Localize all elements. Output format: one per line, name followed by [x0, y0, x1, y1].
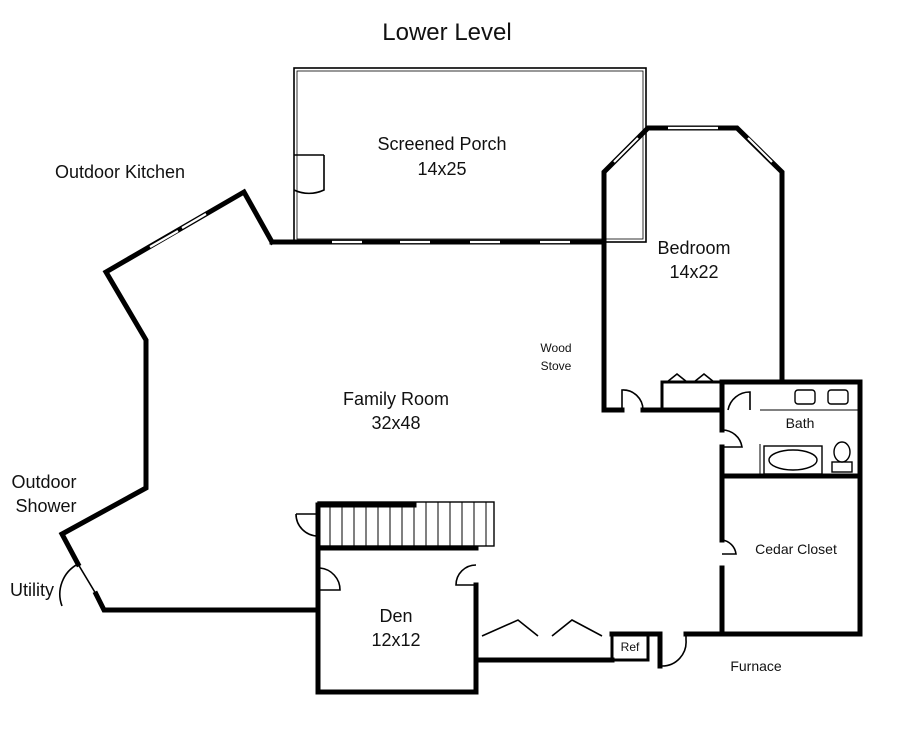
south-wall-east [609, 631, 725, 669]
bedroom-name: Bedroom [657, 238, 730, 258]
outdoor-shower-label-2: Shower [15, 496, 76, 516]
bedroom [601, 125, 785, 413]
bedroom-door [621, 389, 644, 411]
porch-name: Screened Porch [377, 134, 506, 154]
stairs-outline [317, 501, 495, 547]
family-room-size: 32x48 [371, 413, 420, 433]
cedar-closet-door [721, 539, 737, 555]
porch-frame-inner [296, 70, 644, 240]
furnace-door [661, 634, 687, 667]
cedar-closet-walls [719, 473, 863, 637]
utility-label: Utility [10, 580, 54, 600]
wood-stove-label-2: Stove [541, 359, 572, 373]
den-size: 12x12 [371, 630, 420, 650]
bedroom-window [613, 137, 639, 163]
bedroom-south-wall [601, 379, 785, 413]
cedar-closet [719, 473, 863, 637]
stair-landing-door [295, 513, 319, 537]
family-room-north-wall [58, 188, 276, 568]
den-closet-bifold [481, 619, 603, 637]
utility-door [59, 563, 97, 607]
den [315, 502, 615, 695]
bathtub-basin [768, 449, 818, 471]
porch-size: 14x25 [417, 159, 466, 179]
porch-door [293, 154, 325, 195]
wood-stove-label-1: Wood [540, 341, 571, 355]
vanity-sink-2 [827, 389, 849, 405]
closet-bifold-door [666, 372, 715, 383]
family-window [181, 213, 207, 229]
outdoor-kitchen-label: Outdoor Kitchen [55, 162, 185, 182]
family-window [149, 230, 179, 248]
den-name: Den [379, 606, 412, 626]
bath-name: Bath [786, 415, 815, 431]
porch-frame [293, 67, 647, 243]
screened-porch [269, 67, 647, 245]
family-room [58, 188, 321, 613]
toilet-tank [831, 461, 853, 473]
staircase [295, 501, 495, 547]
ref-alcove [609, 631, 725, 669]
bedroom-size: 14x22 [669, 262, 718, 282]
family-room-south-wall [92, 590, 321, 613]
den-closet-walls [473, 631, 615, 663]
toilet-bowl [833, 441, 851, 463]
den-door-2 [455, 564, 477, 586]
outdoor-shower-label-1: Outdoor [11, 472, 76, 492]
bath-door [727, 391, 751, 411]
vanity-sink-1 [794, 389, 816, 405]
ref-label: Ref [621, 640, 640, 654]
bath [719, 379, 863, 479]
den-door [319, 567, 341, 591]
family-room-name: Family Room [343, 389, 449, 409]
bath-door-2 [721, 429, 743, 448]
plan-title: Lower Level [382, 19, 511, 46]
bedroom-closet [660, 380, 724, 412]
cedar-closet-name: Cedar Closet [755, 541, 837, 557]
bedroom-window [747, 137, 773, 163]
furnace-label: Furnace [730, 658, 782, 674]
bath-partition [759, 409, 860, 476]
